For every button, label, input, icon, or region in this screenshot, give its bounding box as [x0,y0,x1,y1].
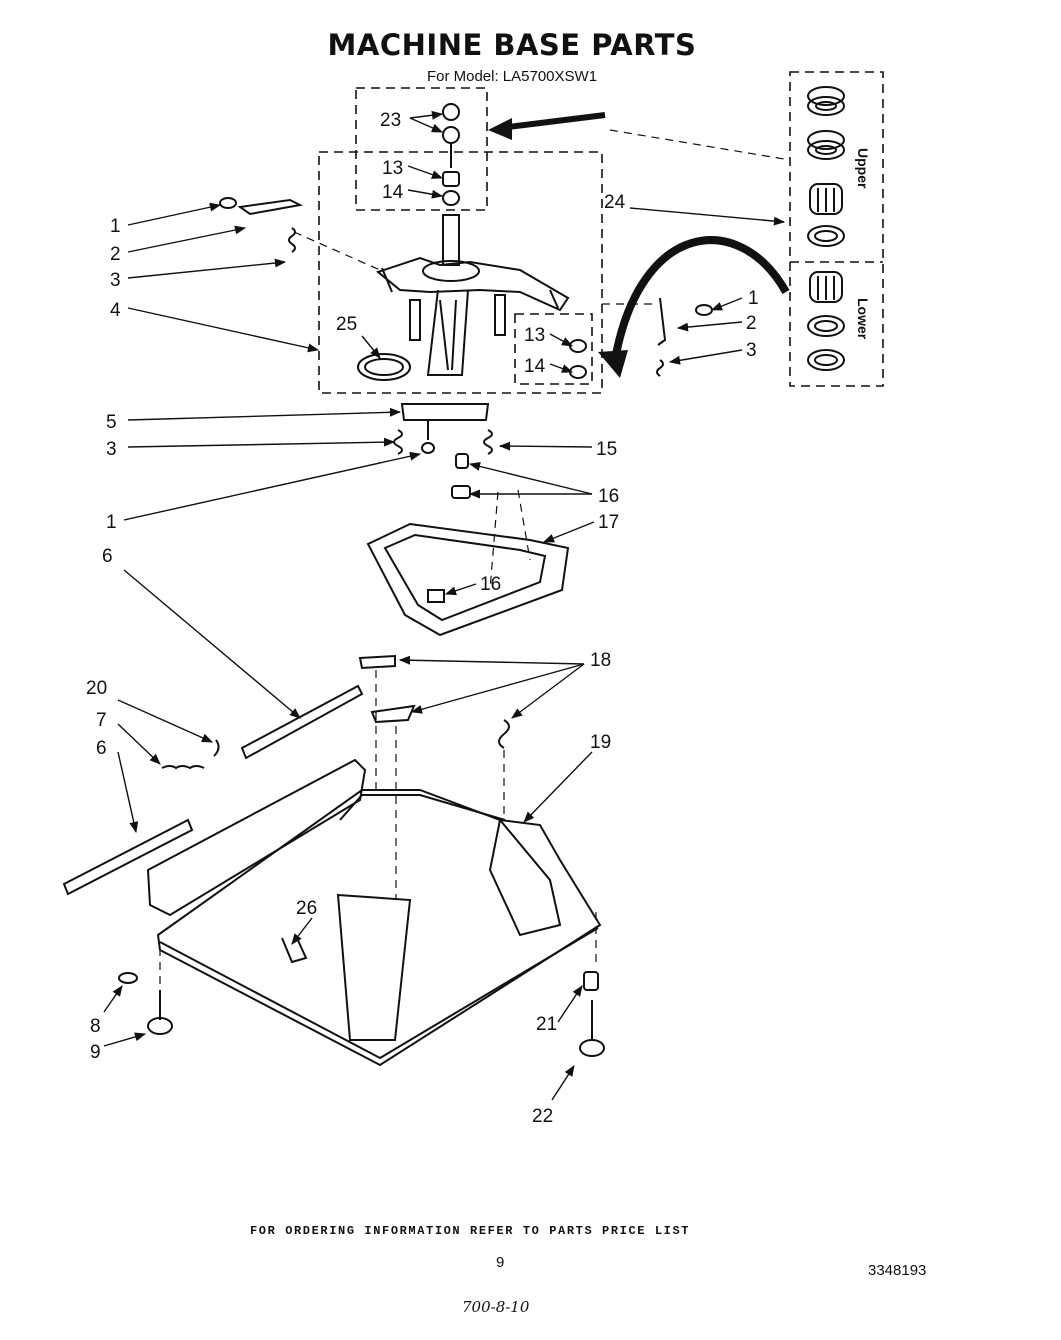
bearing-inset-box [789,71,884,387]
callout-5: 5 [106,412,117,433]
callout-3-left-top: 3 [110,270,121,291]
callout-1-left-mid: 1 [106,512,117,533]
callout-7: 7 [96,710,107,731]
callout-6-top: 6 [102,546,113,567]
callout-26: 26 [296,898,317,919]
callout-3-left-mid: 3 [106,439,117,460]
callout-14-side: 14 [524,356,546,377]
callout-18: 18 [590,650,611,671]
callout-13-top: 13 [382,158,403,179]
callout-3-right: 3 [746,340,757,361]
callout-9: 9 [90,1042,101,1063]
callout-22: 22 [532,1106,553,1127]
callout-2-right: 2 [746,313,757,334]
base-frame [62,654,605,1067]
document-part-number: 3348193 [868,1262,927,1279]
handwritten-note: 700-8-10 [462,1298,530,1316]
callout-19: 19 [590,732,611,753]
callout-14-top: 14 [382,182,404,203]
side-detail-box [514,313,593,385]
callout-24: 24 [604,192,626,213]
suspension-parts [366,403,570,637]
callout-21: 21 [536,1014,557,1035]
callout-1-right: 1 [748,288,759,309]
inset-label-upper: Upper [855,148,871,189]
callout-23: 23 [380,110,401,131]
callout-16-lower: 16 [480,574,501,595]
callout-16-top: 16 [598,486,619,507]
callout-25: 25 [336,314,357,335]
bearing-detail-box [355,87,488,211]
page-number: 9 [496,1254,505,1271]
callout-4: 4 [110,300,121,321]
callout-6-lower: 6 [96,738,107,759]
page-title: MACHINE BASE PARTS [327,28,697,62]
inset-bearings [807,86,845,371]
callout-2-left: 2 [110,244,121,265]
ordering-footer: FOR ORDERING INFORMATION REFER TO PARTS … [250,1224,691,1238]
inset-label-lower: Lower [855,298,871,340]
callout-20: 20 [86,678,107,699]
detail-arrow-curved [611,236,790,361]
callout-8: 8 [90,1016,101,1037]
callout-15: 15 [596,439,617,460]
transmission-assembly [219,103,713,381]
callout-1-left-top: 1 [110,216,121,237]
callout-17: 17 [598,512,619,533]
callout-13-side: 13 [524,325,545,346]
transmission-box [318,151,603,394]
model-subtitle: For Model: LA5700XSW1 [426,68,598,85]
detail-arrow-straight [499,112,606,131]
